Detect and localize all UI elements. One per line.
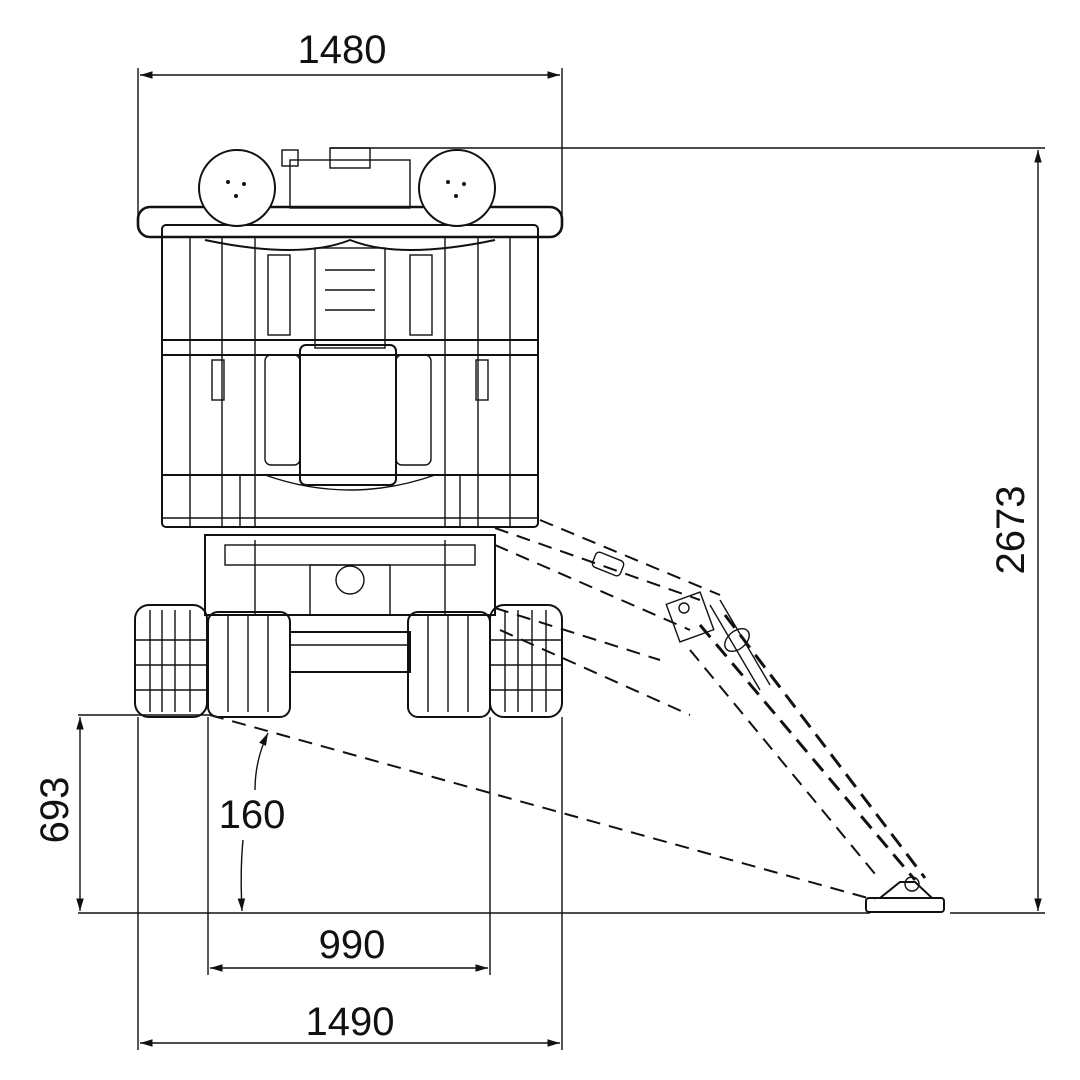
right-inner-track [407,611,491,718]
dimension-outrigger-height: 693 [33,777,77,844]
outrigger-arm [209,519,945,913]
dimension-total-height: 2673 [989,486,1033,575]
dimension-top-width: 1480 [298,28,387,72]
dimension-lines [76,68,1045,1050]
machine-body [134,147,564,718]
right-outer-track [489,604,563,718]
left-outer-track [134,604,208,718]
dimension-track-inner-width: 990 [319,923,386,967]
dimension-track-outer-width: 1490 [306,1000,395,1044]
dimension-clearance: 160 [219,793,286,837]
left-inner-track [207,611,291,718]
